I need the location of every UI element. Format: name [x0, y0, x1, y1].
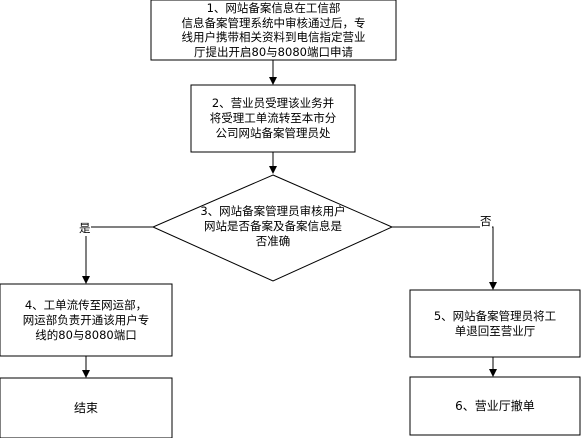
step3-diamond — [151, 174, 394, 282]
step6-text: 6、营业厅撤单 — [455, 398, 535, 413]
end-box — [0, 377, 173, 438]
branch-no-label: 否 — [480, 214, 492, 229]
arrow-yes — [82, 226, 153, 284]
step6-box — [409, 376, 581, 436]
step1-text: 1、网站备案信息在工信部 信息备案管理系统中审核通过后，专 线用户携带相关资料到… — [181, 1, 366, 59]
step5-text: 5、网站备案管理员将工 单退回至营业厅 — [433, 308, 557, 338]
step2-box — [190, 84, 356, 153]
step4-text: 4、工单流传至网运部， 网运部负责开通该用户专 线的80与8080端口 — [22, 297, 150, 342]
arrow-no — [392, 226, 497, 290]
step4-box — [0, 283, 173, 357]
end-text: 结束 — [73, 400, 98, 415]
step1-box — [150, 0, 397, 61]
step2-text: 2、营业员受理该业务并 将受理工单流转至本市分 公司网站备案管理员处 — [209, 96, 337, 140]
step3-text: 3、网站备案管理员审核用户 网站是否备案及备案信息是 否准确 — [200, 203, 346, 248]
branch-yes-label: 是 — [79, 221, 91, 236]
step5-box — [409, 289, 581, 358]
